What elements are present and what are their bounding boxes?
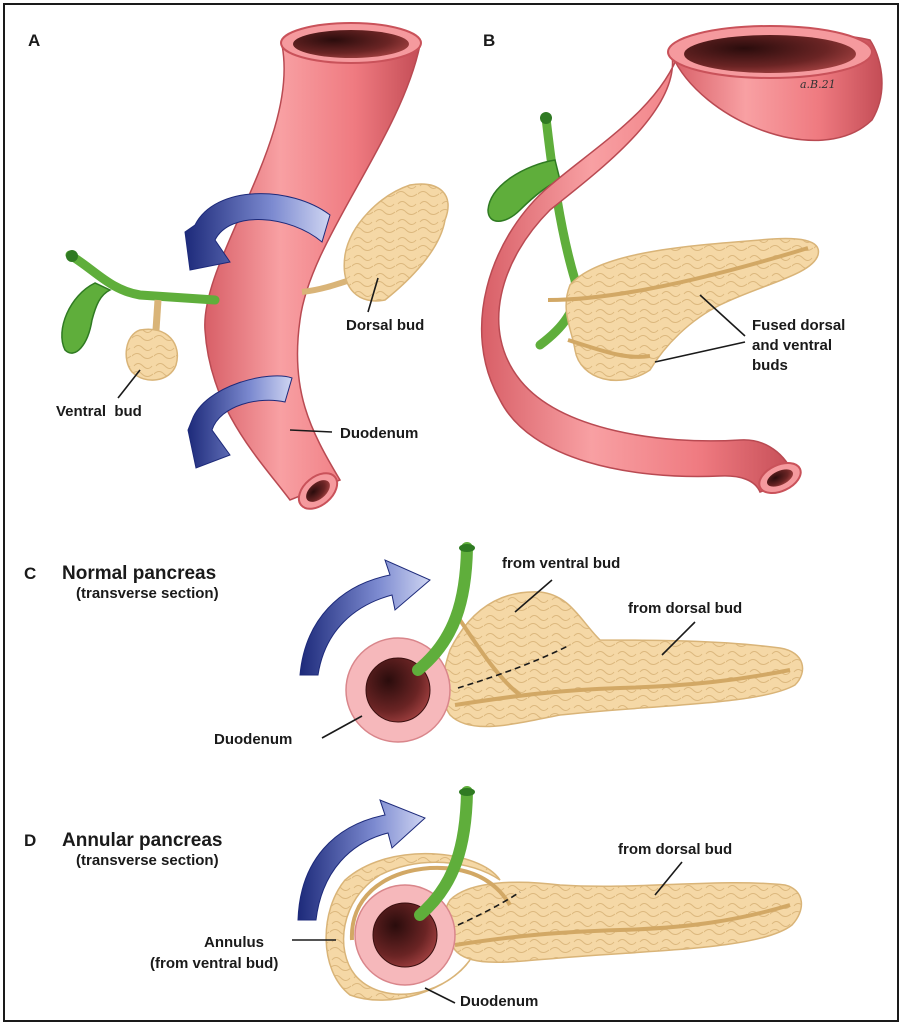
panel-c: C Normal pancreas (transverse section) f…	[24, 544, 803, 748]
panel-c-subtitle: (transverse section)	[76, 585, 219, 602]
panel-d-letter: D	[24, 831, 36, 850]
panel-c-bile-duct-opening	[459, 544, 475, 552]
panel-d-annulus-label-line1: Annulus	[204, 934, 264, 951]
panel-b-fused-label-line3: buds	[752, 357, 788, 374]
panel-a-ventral-bud-stalk	[156, 300, 158, 330]
panel-c-from-dorsal-label: from dorsal bud	[628, 600, 742, 617]
panel-d-bile-duct-opening	[459, 788, 475, 796]
panel-a-dorsal-bud	[344, 184, 448, 301]
panel-b-fused-label-line1: Fused dorsal	[752, 317, 845, 334]
panel-b-duct-opening	[540, 112, 552, 124]
panel-a-duct-opening	[66, 250, 78, 262]
panel-c-duodenum-leader	[322, 716, 362, 738]
panel-d-duodenum-label: Duodenum	[460, 993, 538, 1010]
panel-c-title: Normal pancreas	[62, 563, 216, 584]
panel-c-pancreas-body	[443, 592, 803, 727]
panel-a-duodenum-lumen	[293, 30, 409, 58]
panel-a-ventral-leader	[118, 370, 140, 398]
panel-a-duodenum-label: Duodenum	[340, 425, 418, 442]
panel-d-title: Annular pancreas	[62, 830, 223, 851]
panel-a-ventral-bud	[126, 329, 177, 380]
panel-d-annulus-label-line2: (from ventral bud)	[150, 955, 278, 972]
panel-d-subtitle: (transverse section)	[76, 852, 219, 869]
panel-b-fused-label-line2: and ventral	[752, 337, 832, 354]
panel-a: A Dorsal bud Ventral bud Duodenum	[28, 23, 448, 516]
panel-a-ventral-bud-label: Ventral bud	[56, 403, 142, 420]
panel-a-letter: A	[28, 31, 40, 50]
panel-d-duodenum-leader	[425, 988, 455, 1003]
panel-c-duodenum-label: Duodenum	[214, 731, 292, 748]
panel-a-gallbladder	[62, 283, 110, 353]
panel-d: D Annular pancreas (transverse section) …	[24, 788, 801, 1010]
panel-c-letter: C	[24, 564, 36, 583]
panel-d-pancreas-body	[445, 882, 802, 962]
panel-a-dorsal-bud-label: Dorsal bud	[346, 317, 424, 334]
panel-b-artist-signature: a.B.21	[800, 78, 836, 91]
panel-c-from-ventral-label: from ventral bud	[502, 555, 620, 572]
panel-d-from-dorsal-label: from dorsal bud	[618, 841, 732, 858]
panel-b-duodenum-lumen	[684, 35, 856, 73]
panel-b: B a.B.21 Fused dorsal and ventral buds	[482, 26, 882, 499]
panel-b-letter: B	[483, 31, 495, 50]
